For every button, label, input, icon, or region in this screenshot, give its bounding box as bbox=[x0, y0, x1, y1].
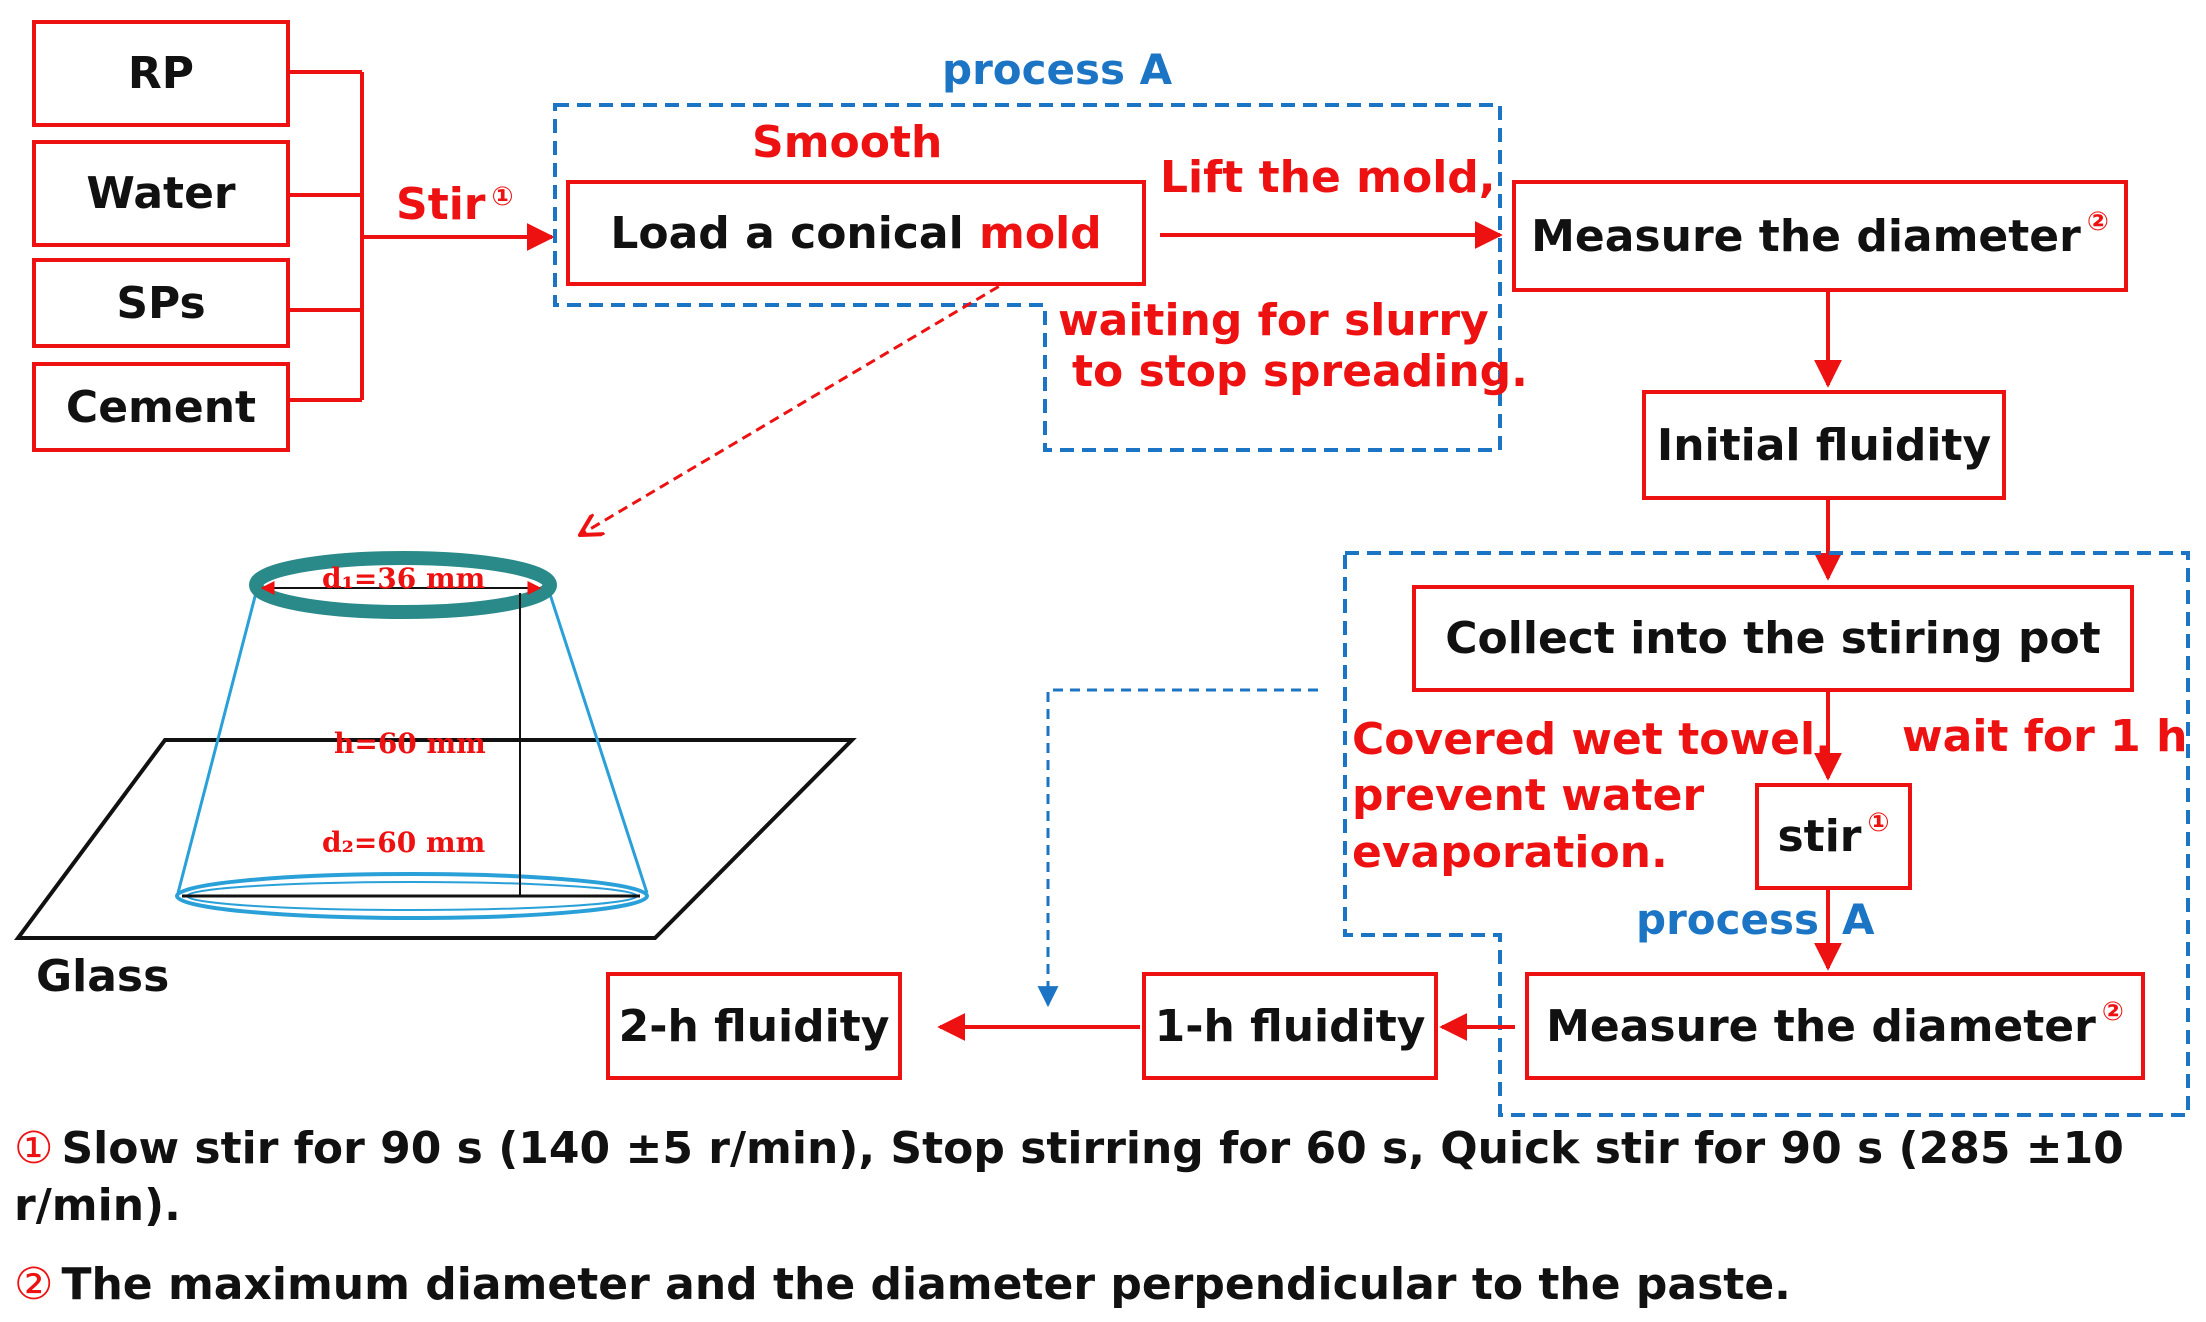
marker-1: ① bbox=[491, 182, 514, 212]
process-a-outline-top bbox=[553, 103, 1502, 452]
mold-highlight: mold bbox=[979, 207, 1102, 259]
glass-plate bbox=[14, 738, 857, 940]
marker-2: ② bbox=[2086, 207, 2109, 237]
marker-2: ② bbox=[2101, 997, 2124, 1027]
mold-pointer-arrow bbox=[580, 260, 1041, 535]
marker-1: ① bbox=[1867, 807, 1890, 838]
input-box-water: Water bbox=[32, 140, 290, 247]
marker-2: ② bbox=[14, 1259, 54, 1310]
mold-base-ellipse bbox=[175, 872, 649, 920]
input-box-cement: Cement bbox=[32, 362, 290, 452]
fluidity-1h-box: 1-h fluidity bbox=[1142, 972, 1438, 1080]
d2-label: d₂=60 mm bbox=[322, 826, 486, 859]
mold-top-ring bbox=[249, 551, 557, 619]
fluidity-2h-box: 2-h fluidity bbox=[606, 972, 902, 1080]
smooth-label: Smooth bbox=[752, 117, 943, 168]
process-a-letter-bottom: A bbox=[1842, 895, 1875, 944]
covered-towel-label: Covered wet towel, prevent water evapora… bbox=[1352, 714, 1832, 878]
glass-label: Glass bbox=[36, 951, 170, 1002]
input-box-rp: RP bbox=[32, 20, 290, 127]
process-a-label-bottom: process bbox=[1636, 895, 1820, 944]
input-label: SPs bbox=[116, 277, 206, 329]
conical-mold-drawing bbox=[14, 551, 857, 940]
initial-fluidity-box: Initial fluidity bbox=[1642, 390, 2006, 500]
input-label: RP bbox=[127, 48, 195, 99]
d1-label: d₁=36 mm bbox=[322, 562, 486, 595]
process-a-outline-bottom bbox=[1343, 551, 2190, 1117]
input-label: Cement bbox=[65, 381, 257, 433]
wait-1h-label: wait for 1 h bbox=[1902, 711, 2188, 762]
process-a-label: process A bbox=[942, 45, 1173, 94]
marker-1: ① bbox=[14, 1123, 54, 1174]
waiting-label: waiting for slurry to stop spreading. bbox=[1058, 295, 1528, 397]
input-bracket bbox=[290, 70, 555, 402]
repeat-dashed-path bbox=[1037, 688, 1318, 1008]
height-label: h=60 mm bbox=[334, 727, 486, 760]
input-box-sps: SPs bbox=[32, 258, 290, 348]
collect-pot-box: Collect into the stiring pot bbox=[1412, 585, 2134, 692]
load-mold-text: Load a conical bbox=[610, 207, 979, 259]
lift-mold-label: Lift the mold, bbox=[1160, 152, 1496, 203]
input-label: Water bbox=[86, 168, 236, 219]
load-mold-box: Load a conical mold bbox=[566, 180, 1146, 286]
